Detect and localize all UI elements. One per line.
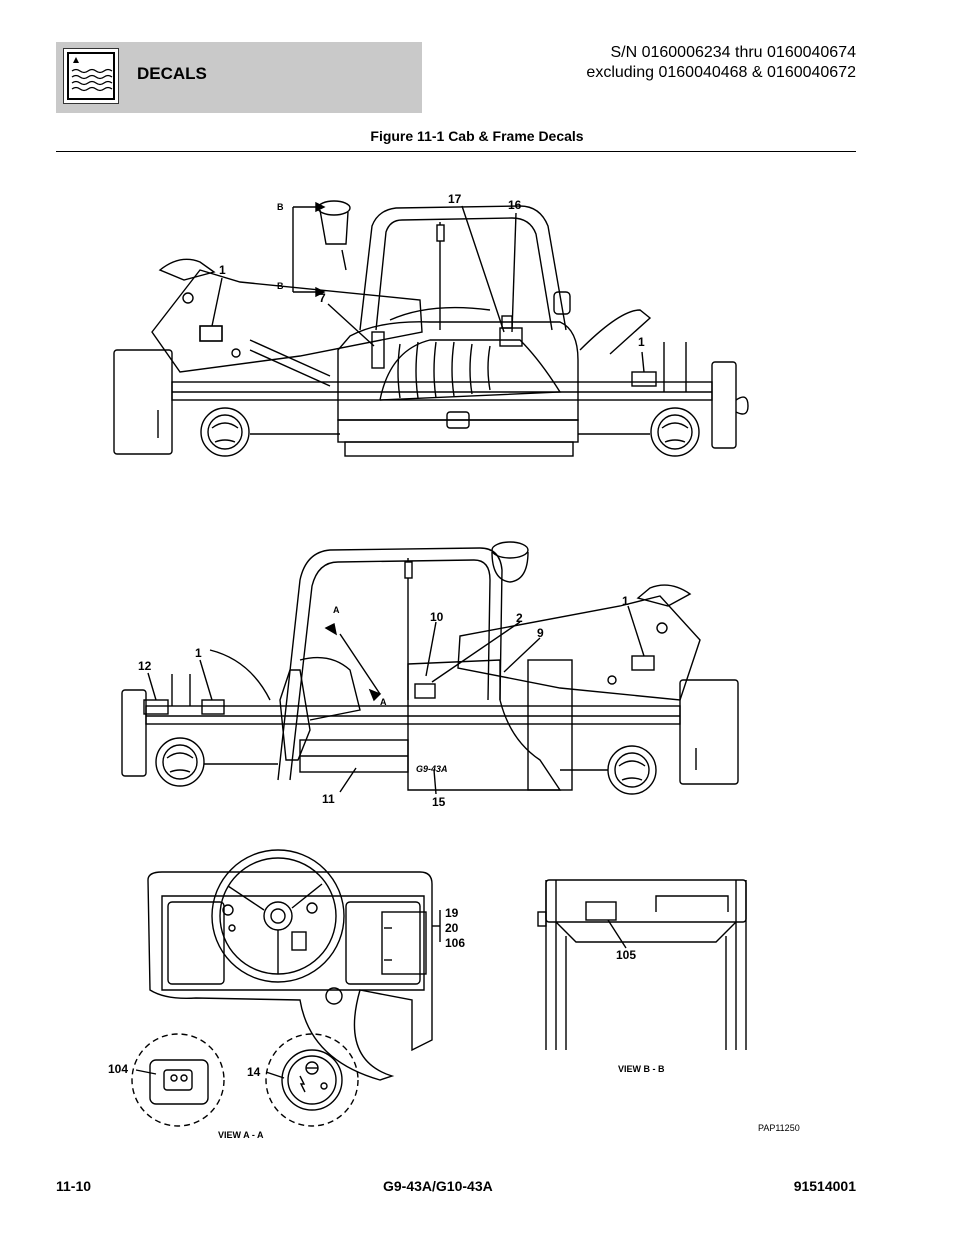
page-number: 11-10 — [56, 1178, 92, 1194]
callout-9: 9 — [537, 626, 544, 640]
telehandler-side-view-top — [113, 200, 749, 457]
view-b-b-cab — [537, 879, 747, 1050]
callout-19: 19 — [445, 906, 459, 920]
callout-1-top-right: 1 — [638, 335, 645, 349]
callout-10: 10 — [430, 610, 444, 624]
serial-line-1: S/N 0160006234 thru 0160040674 — [610, 44, 856, 61]
model-designation: G9-43A/G10-43A — [383, 1178, 493, 1194]
callout-106: 106 — [445, 936, 466, 950]
callout-12: 12 — [138, 659, 152, 673]
section-marker-b-lower: B — [277, 281, 284, 291]
callout-16: 16 — [508, 198, 522, 212]
section-marker-a-upper: A — [333, 605, 340, 615]
header-rule — [56, 151, 856, 152]
callout-20: 20 — [445, 921, 459, 935]
decal-location-drawing — [113, 200, 749, 1127]
section-marker-b-upper: B — [277, 202, 284, 212]
callout-1-middle-right: 1 — [622, 594, 629, 608]
section-title: DECALS — [137, 64, 207, 83]
view-a-a-label: VIEW A - A — [218, 1130, 264, 1140]
model-decal-mark: G9-43A — [416, 764, 448, 774]
decal-section-icon — [63, 48, 119, 104]
manual-part-number: 91514001 — [793, 1178, 856, 1194]
view-a-a-dash — [131, 849, 441, 1127]
callout-1-middle-left: 1 — [195, 646, 202, 660]
serial-number-range: S/N 0160006234 thru 0160040674 excluding… — [586, 43, 856, 83]
telehandler-side-view-middle — [121, 541, 739, 795]
serial-line-2: excluding 0160040468 & 0160040672 — [586, 64, 856, 81]
art-code: PAP11250 — [758, 1123, 800, 1133]
callout-104: 104 — [108, 1062, 129, 1076]
callout-14: 14 — [247, 1065, 261, 1079]
section-marker-a-lower: A — [380, 697, 387, 707]
callout-105: 105 — [616, 948, 637, 962]
callout-11: 11 — [322, 792, 335, 806]
view-b-b-label: VIEW B - B — [618, 1064, 665, 1074]
callout-2: 2 — [516, 611, 523, 625]
callout-15: 15 — [432, 795, 446, 809]
figure-title: Figure 11-1 Cab & Frame Decals — [370, 128, 584, 144]
callout-1-top-left: 1 — [219, 263, 226, 277]
callout-17: 17 — [448, 192, 462, 206]
callout-7: 7 — [319, 291, 326, 305]
